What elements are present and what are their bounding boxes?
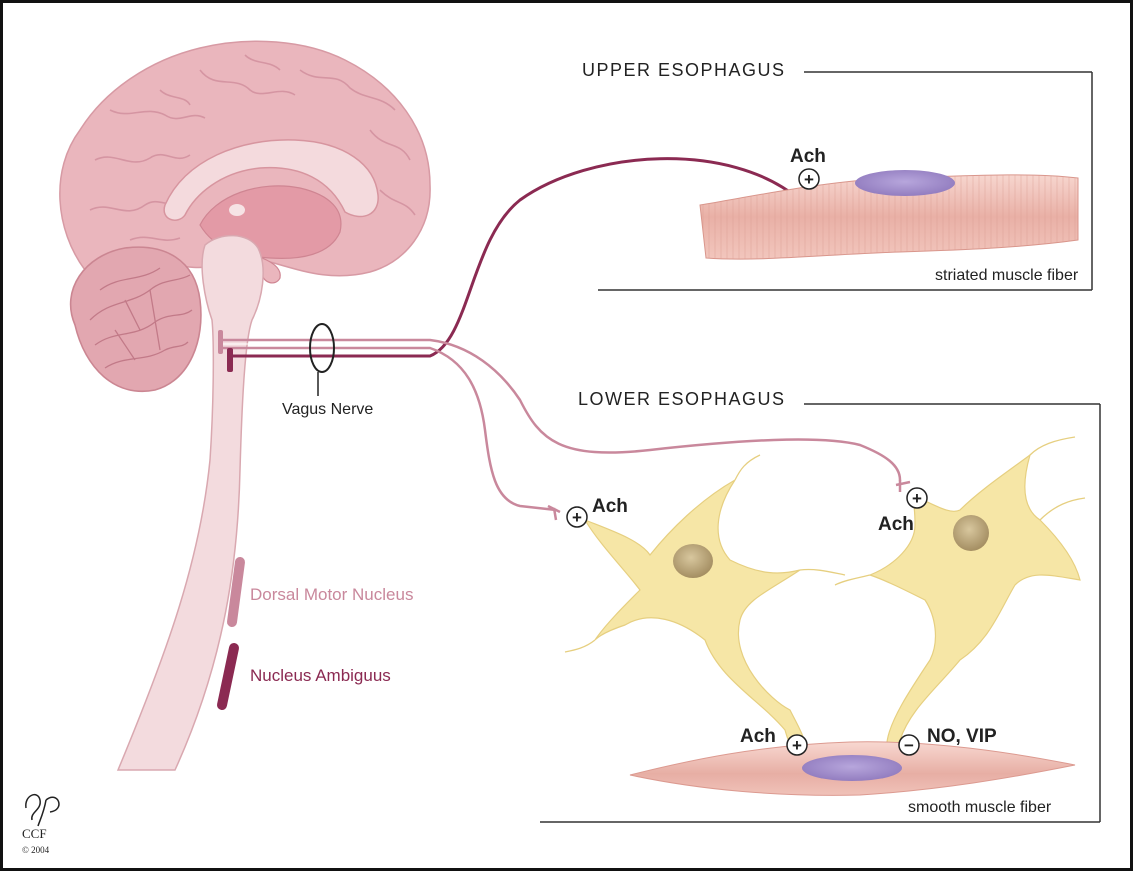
lower-esophagus-title: LOWER ESOPHAGUS xyxy=(578,389,786,410)
dorsal-motor-nucleus-label: Dorsal Motor Nucleus xyxy=(250,585,413,605)
signature-year: © 2004 xyxy=(22,845,49,855)
ambiguus-legend-swatch xyxy=(222,648,234,705)
artist-signature xyxy=(26,795,59,826)
dorsal-motor-legend-swatch xyxy=(232,562,240,622)
smooth-muscle-caption: smooth muscle fiber xyxy=(908,799,1051,817)
dorsal-fiber-lower xyxy=(222,348,556,510)
left-synapse-terminal xyxy=(548,506,560,520)
plus-sign-right: + xyxy=(912,489,922,508)
plus-sign-smooth: + xyxy=(792,736,802,755)
brain-sagittal-section xyxy=(60,41,430,770)
upper-ach-label: Ach xyxy=(790,146,826,168)
plus-sign-upper: + xyxy=(804,170,814,189)
nucleus-ambiguus-label: Nucleus Ambiguus xyxy=(250,666,391,686)
upper-esophagus-panel xyxy=(598,72,1092,290)
neuron-right-ach-label: Ach xyxy=(878,514,914,536)
no-vip-label: NO, VIP xyxy=(927,726,997,748)
dorsal-motor-origin xyxy=(218,330,223,354)
plus-sign-left: + xyxy=(572,508,582,527)
signature-org: CCF xyxy=(22,826,47,842)
neuron-left-ach-label: Ach xyxy=(592,496,628,518)
vagus-nerve-label: Vagus Nerve xyxy=(282,401,373,419)
minus-sign-smooth: − xyxy=(904,736,914,755)
right-synapse-terminal xyxy=(896,480,910,492)
smooth-fiber-nucleus xyxy=(802,755,902,781)
smooth-ach-label: Ach xyxy=(740,726,776,748)
striated-fiber-nucleus xyxy=(855,170,955,196)
upper-esophagus-title: UPPER ESOPHAGUS xyxy=(582,60,786,81)
striated-muscle-caption: striated muscle fiber xyxy=(935,267,1078,285)
enteric-neuron-right xyxy=(835,437,1085,749)
ambiguus-origin xyxy=(227,348,233,372)
